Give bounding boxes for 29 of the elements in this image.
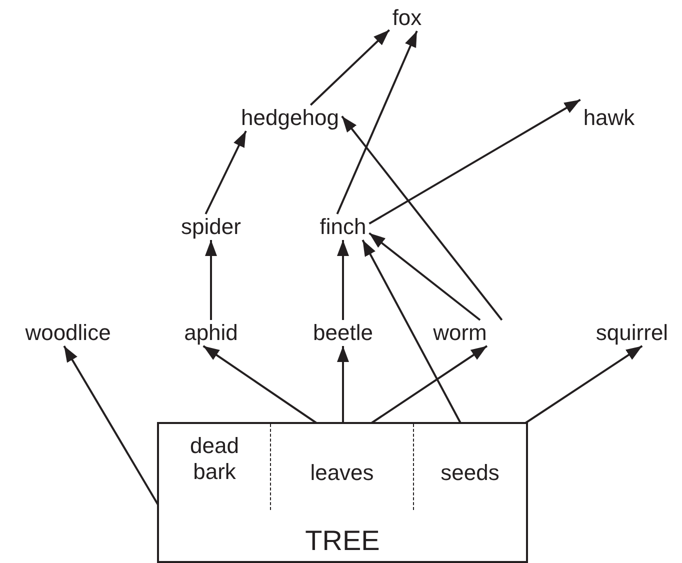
species-label: hedgehog [238, 105, 342, 131]
species-label: beetle [310, 320, 376, 346]
species-label: fox [389, 5, 425, 31]
species-label: hawk [580, 105, 638, 131]
arrow [337, 240, 349, 320]
arrow [310, 29, 390, 106]
section-label: seeds [440, 460, 500, 486]
tree-section [270, 424, 414, 510]
arrow [369, 345, 488, 425]
tree-box [157, 422, 528, 563]
arrow [368, 232, 481, 321]
box-label: TREE [305, 525, 380, 557]
species-label: finch [316, 214, 370, 240]
arrow [204, 130, 247, 214]
species-label: spider [178, 214, 244, 240]
arrow [523, 345, 643, 425]
arrow [205, 240, 217, 320]
section-label: leaves [310, 460, 374, 486]
species-label: squirrel [592, 320, 672, 346]
species-label: aphid [181, 320, 241, 346]
arrow [336, 30, 418, 214]
arrow [341, 116, 503, 321]
section-label: dead bark [189, 433, 240, 485]
arrow [362, 240, 462, 424]
species-label: woodlice [22, 320, 114, 346]
arrow [202, 345, 318, 425]
arrow [368, 98, 581, 225]
species-label: worm [430, 320, 490, 346]
arrow [337, 346, 349, 424]
